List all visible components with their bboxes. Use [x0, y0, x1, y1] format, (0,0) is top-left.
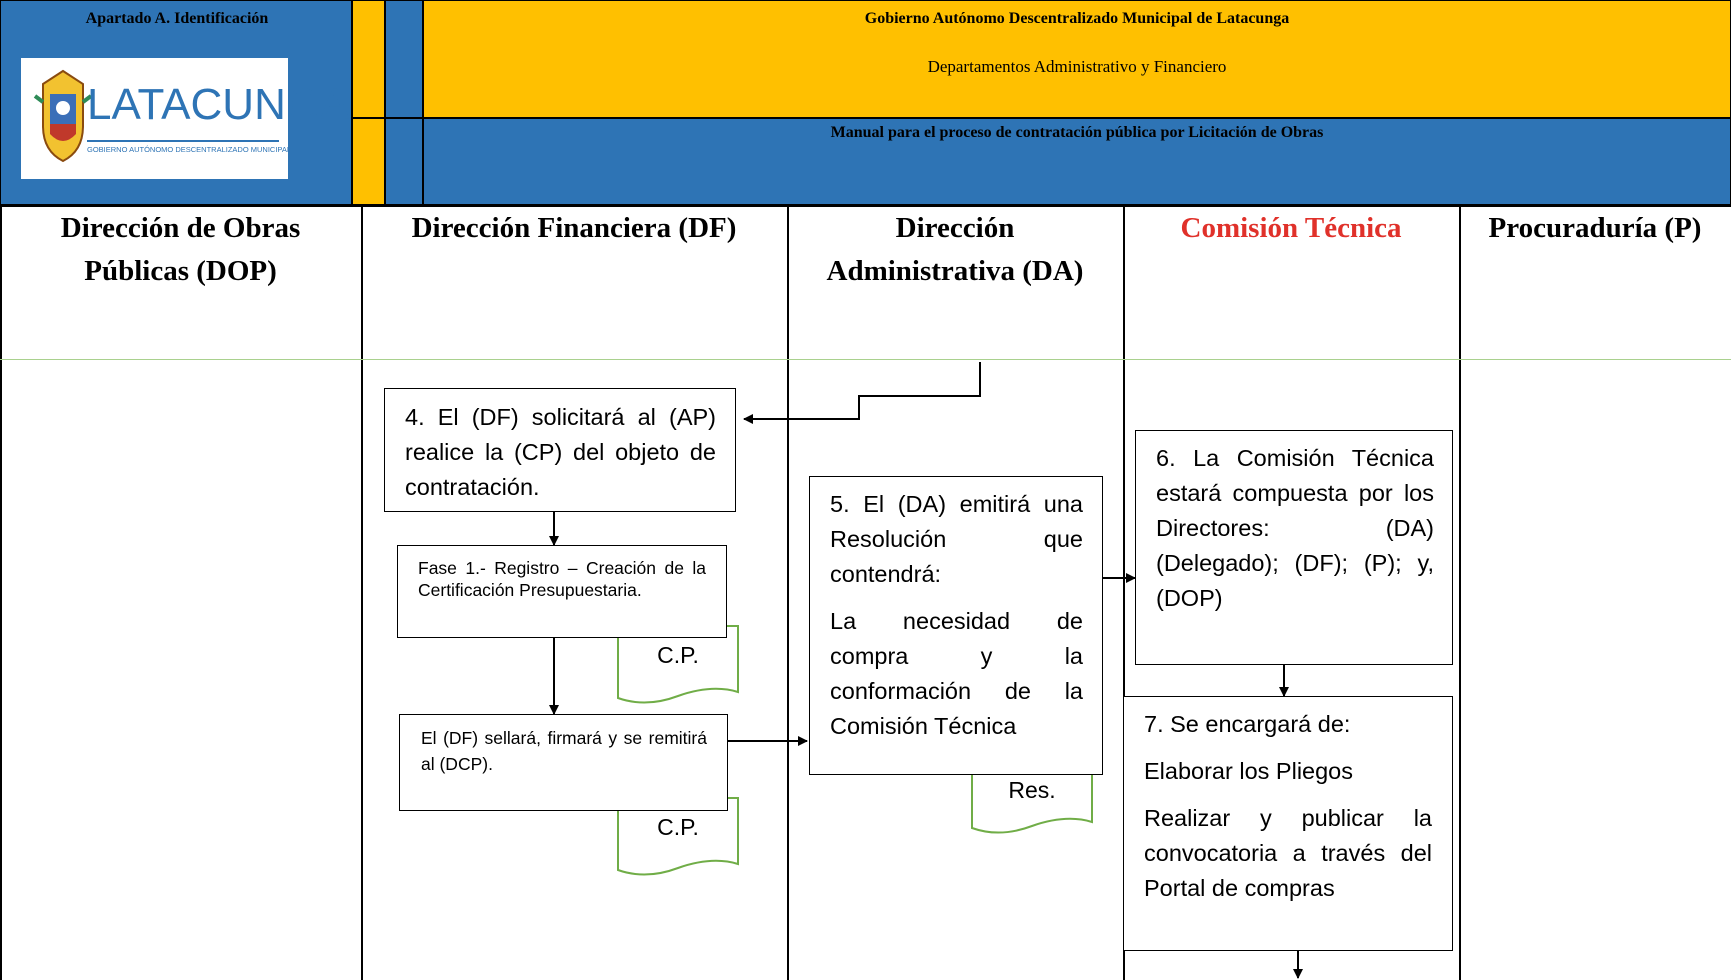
document-res-label: Res. — [1008, 777, 1056, 803]
logo-subtitle: GOBIERNO AUTÓNOMO DESCENTRALIZADO MUNICI… — [87, 145, 292, 154]
lane-divider-1 — [361, 205, 363, 980]
lane-header-divider — [0, 359, 1731, 360]
coat-of-arms-icon — [33, 69, 93, 163]
document-cp2-shape — [617, 797, 739, 876]
logo-underline — [87, 140, 279, 142]
document-res-shape — [971, 766, 1093, 834]
step-6-box: 6. La Comisión Técnica estará compuesta … — [1135, 430, 1453, 665]
seal-box: El (DF) sellará, firmará y se remitirá a… — [399, 714, 728, 811]
lane-title-procuraduria: Procuraduría (P) — [1459, 207, 1731, 250]
lane-border-left — [0, 205, 2, 980]
document-cp1-shape — [617, 625, 739, 704]
document-cp1-label: C.P. — [657, 642, 699, 668]
logo-wordmark: LATACUNGA — [87, 80, 350, 129]
page-subtitle: Departamentos Administrativo y Financier… — [927, 57, 1227, 76]
document-cp2-label: C.P. — [657, 814, 699, 840]
lane-title-dop-line1: Dirección de Obras — [60, 212, 301, 244]
lane-title-comision-line1: Comisión Técnica — [1180, 212, 1402, 244]
step-7-intro: 7. Se encargará de: — [1144, 711, 1351, 737]
header-strip-yellow-1 — [352, 0, 385, 118]
step-5-box: 5. El (DA) emitirá una Resolución que co… — [809, 476, 1103, 775]
header-bottom-border — [0, 205, 1731, 207]
step-7-box: 7. Se encargará de: Elaborar los Pliegos… — [1123, 696, 1453, 951]
lane-title-da: Dirección Administrativa (DA) — [787, 207, 1123, 293]
title-cell: Gobierno Autónomo Descentralizado Munici… — [423, 0, 1731, 118]
lane-divider-2 — [787, 205, 789, 980]
lane-title-dop-line2: Públicas (DOP) — [84, 255, 277, 287]
lane-title-dop: Dirección de Obras Públicas (DOP) — [0, 207, 361, 293]
section-label: Apartado A. Identificación — [85, 10, 269, 27]
manual-title-cell: Manual para el proceso de contratación p… — [423, 118, 1731, 205]
header-strip-blue-2 — [385, 118, 423, 205]
lane-title-da-line1: Dirección — [895, 212, 1015, 244]
latacunga-logo: LATACUNGA GOBIERNO AUTÓNOMO DESCENTRALIZ… — [21, 58, 349, 179]
fase-1-box: Fase 1.- Registro – Creación de la Certi… — [397, 545, 727, 638]
step-7-item-a: Elaborar los Pliegos — [1144, 758, 1353, 784]
connector-prev-to-step4 — [743, 362, 981, 424]
lane-title-comision: Comisión Técnica — [1123, 207, 1459, 250]
lane-divider-4 — [1459, 205, 1461, 980]
lane-divider-3 — [1123, 205, 1125, 980]
step-5-detail: La necesidad de compra y la conformación… — [830, 608, 1083, 739]
step-5-intro: 5. El (DA) emitirá una Resolución que co… — [830, 491, 1083, 587]
identification-cell: Apartado A. Identificación LATACUNGA GOB… — [0, 0, 352, 205]
step-4-box: 4. El (DF) solicitará al (AP) realice la… — [384, 388, 736, 512]
step-4-text: 4. El (DF) solicitará al (AP) realice la… — [405, 404, 716, 500]
step-7-item-b: Realizar y publicar la convocatoria a tr… — [1144, 805, 1432, 901]
header-strip-blue-1 — [385, 0, 423, 118]
seal-text: El (DF) sellará, firmará y se remitirá a… — [421, 728, 707, 774]
lane-title-da-line2: Administrativa (DA) — [826, 255, 1084, 287]
lane-title-df: Dirección Financiera (DF) — [361, 207, 787, 250]
page-title: Gobierno Autónomo Descentralizado Munici… — [864, 10, 1290, 27]
lane-title-procuraduria-line1: Procuraduría (P) — [1488, 212, 1702, 244]
step-6-text: 6. La Comisión Técnica estará compuesta … — [1156, 445, 1434, 611]
lane-title-df-line1: Dirección Financiera (DF) — [411, 212, 737, 244]
manual-title: Manual para el proceso de contratación p… — [830, 124, 1324, 141]
fase-1-text: Fase 1.- Registro – Creación de la Certi… — [418, 558, 706, 600]
header-strip-yellow-2 — [352, 118, 385, 205]
